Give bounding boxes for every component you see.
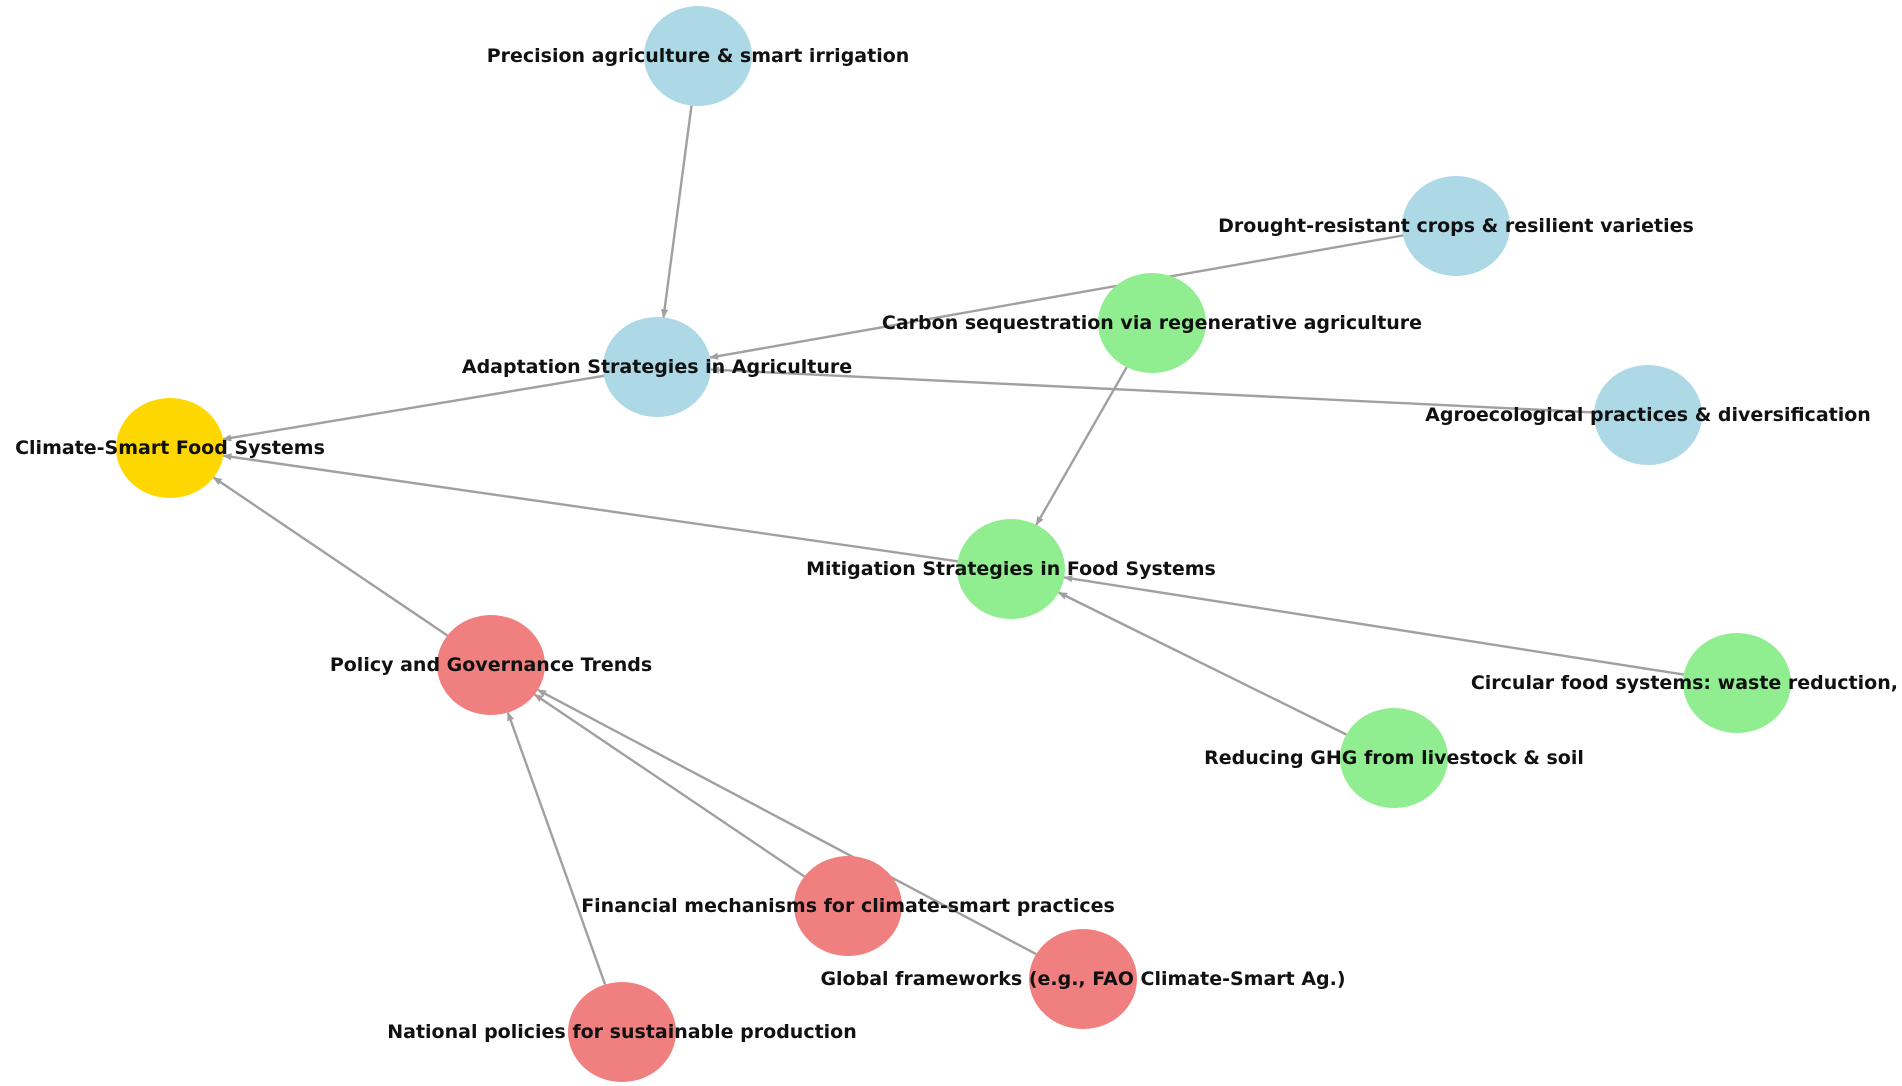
node-circular[interactable] [1683,633,1791,733]
edge-adapt-to-root [222,374,605,442]
node-label-national: National policies for sustainable produc… [387,1021,857,1043]
node-national[interactable] [568,982,676,1082]
node-policy[interactable] [437,615,545,715]
edge-global-to-policy [537,688,1037,956]
edge-mitig-to-root [222,453,958,563]
node-global[interactable] [1029,929,1137,1029]
node-label-agroeco: Agroecological practices & diversificati… [1425,404,1871,426]
labels-layer: Climate-Smart Food Systems Adaptation Str… [15,45,1898,1043]
node-root[interactable] [116,398,224,498]
node-precision[interactable] [644,6,752,106]
nodes-layer [116,6,1791,1082]
node-label-root: Climate-Smart Food Systems [15,437,325,459]
node-label-drought: Drought-resistant crops & resilient vari… [1218,215,1694,237]
node-agroeco[interactable] [1594,365,1702,465]
node-label-financial: Financial mechanisms for climate-smart p… [581,895,1115,917]
node-label-ghg: Reducing GHG from livestock & soil [1204,747,1584,769]
node-label-adapt: Adaptation Strategies in Agriculture [462,356,852,378]
node-label-mitig: Mitigation Strategies in Food Systems [806,558,1216,580]
node-financial[interactable] [794,856,902,956]
edge-carbon-to-mitig [1035,366,1128,526]
node-label-precision: Precision agriculture & smart irrigation [487,45,910,67]
node-label-circular: Circular food systems: waste reduction, [1471,672,1898,694]
edge-drought-to-adapt [709,234,1404,360]
node-adapt[interactable] [603,317,711,417]
edge-financial-to-policy [533,693,806,878]
edge-circular-to-mitig [1063,575,1684,676]
node-label-policy: Policy and Governance Trends [330,654,652,676]
edge-agroeco-to-adapt [710,366,1595,414]
edge-national-to-policy [506,711,607,985]
node-label-global: Global frameworks (e.g., FAO Climate-Sma… [820,968,1345,990]
edge-policy-to-root [212,476,449,637]
node-label-carbon: Carbon sequestration via regenerative ag… [882,312,1422,334]
edges-layer [212,105,1684,985]
node-ghg[interactable] [1340,708,1448,808]
node-mitig[interactable] [957,519,1065,619]
node-drought[interactable] [1402,176,1510,276]
node-carbon[interactable] [1098,273,1206,373]
edge-ghg-to-mitig [1057,591,1347,736]
edge-precision-to-adapt [660,105,693,319]
